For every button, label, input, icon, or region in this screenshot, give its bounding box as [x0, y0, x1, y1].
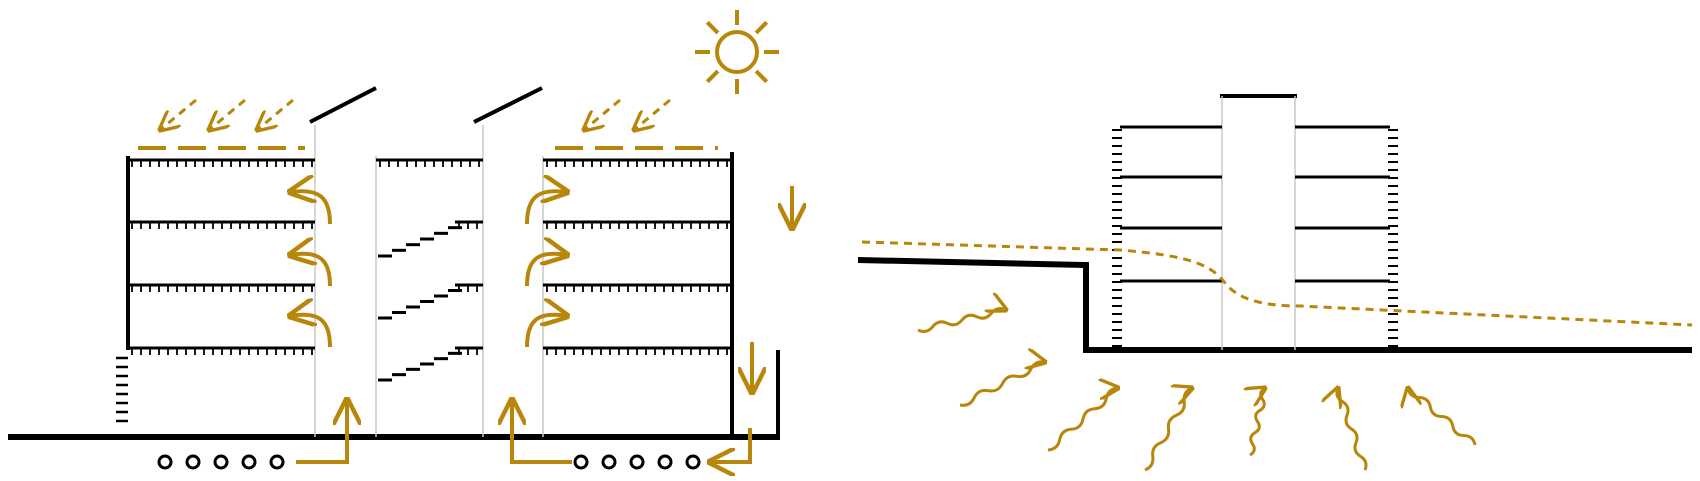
curved-arrow-icon: [290, 315, 332, 348]
ground-heat-arrows: [917, 308, 1477, 472]
earth-tube: [685, 454, 701, 470]
sun-icon: [695, 10, 779, 94]
curved-arrow-icon: [290, 191, 332, 225]
left-section-diagram: [8, 10, 792, 468]
dashed-arrow-icon: [634, 98, 671, 130]
right-section-diagram: [857, 94, 1693, 472]
curved-arrow-icon: [290, 254, 332, 287]
curved-arrow-icon: [525, 254, 567, 287]
diffuse-sunlight-arrows: [160, 98, 671, 130]
dashed-facade-walls: [1112, 129, 1398, 347]
wavy-arrow-icon: [1250, 388, 1265, 457]
earth-tube: [269, 454, 285, 470]
right-floor-slabs: [1120, 125, 1390, 283]
earth-tube: [601, 454, 617, 470]
earth-tube: [185, 454, 201, 470]
curved-arrow-icon: [525, 191, 567, 225]
core-partitions: [1221, 96, 1296, 350]
earth-tube: [241, 454, 257, 470]
wavy-arrow-icon: [1408, 388, 1477, 446]
airflow-arrows-right: [525, 191, 567, 348]
atrium-partitions: [314, 125, 544, 437]
earth-tube: [213, 454, 229, 470]
earth-tube: [629, 454, 645, 470]
skylight-left: [309, 86, 377, 124]
dashed-arrow-icon: [584, 98, 621, 130]
earth-tube: [657, 454, 673, 470]
dashed-arrow-icon: [257, 98, 294, 130]
skylight-right: [473, 86, 543, 124]
floor-slabs: [128, 158, 732, 355]
intake-arrow-right-in: [710, 428, 752, 462]
wavy-arrow-icon: [959, 362, 1045, 407]
earth-tube: [157, 454, 173, 470]
wavy-arrow-icon: [917, 308, 1006, 334]
intake-arrow-right-up: [512, 400, 572, 464]
dashed-arrow-icon: [160, 98, 197, 130]
wavy-arrow-icon: [1047, 388, 1118, 452]
left-wall-dashed: [116, 356, 128, 423]
atrium-stairs: [378, 226, 462, 382]
terrain-line: [857, 257, 1692, 353]
airflow-arrows-left: [290, 191, 332, 348]
dashed-arrow-icon: [209, 98, 246, 130]
wavy-arrow-icon: [1337, 388, 1368, 471]
groundwater-line: [861, 240, 1693, 327]
intake-arrow-left: [296, 400, 347, 464]
earth-tubes: [157, 454, 701, 470]
curved-arrow-icon: [525, 315, 567, 348]
earth-tube: [573, 454, 589, 470]
wavy-arrow-icon: [1144, 388, 1192, 472]
